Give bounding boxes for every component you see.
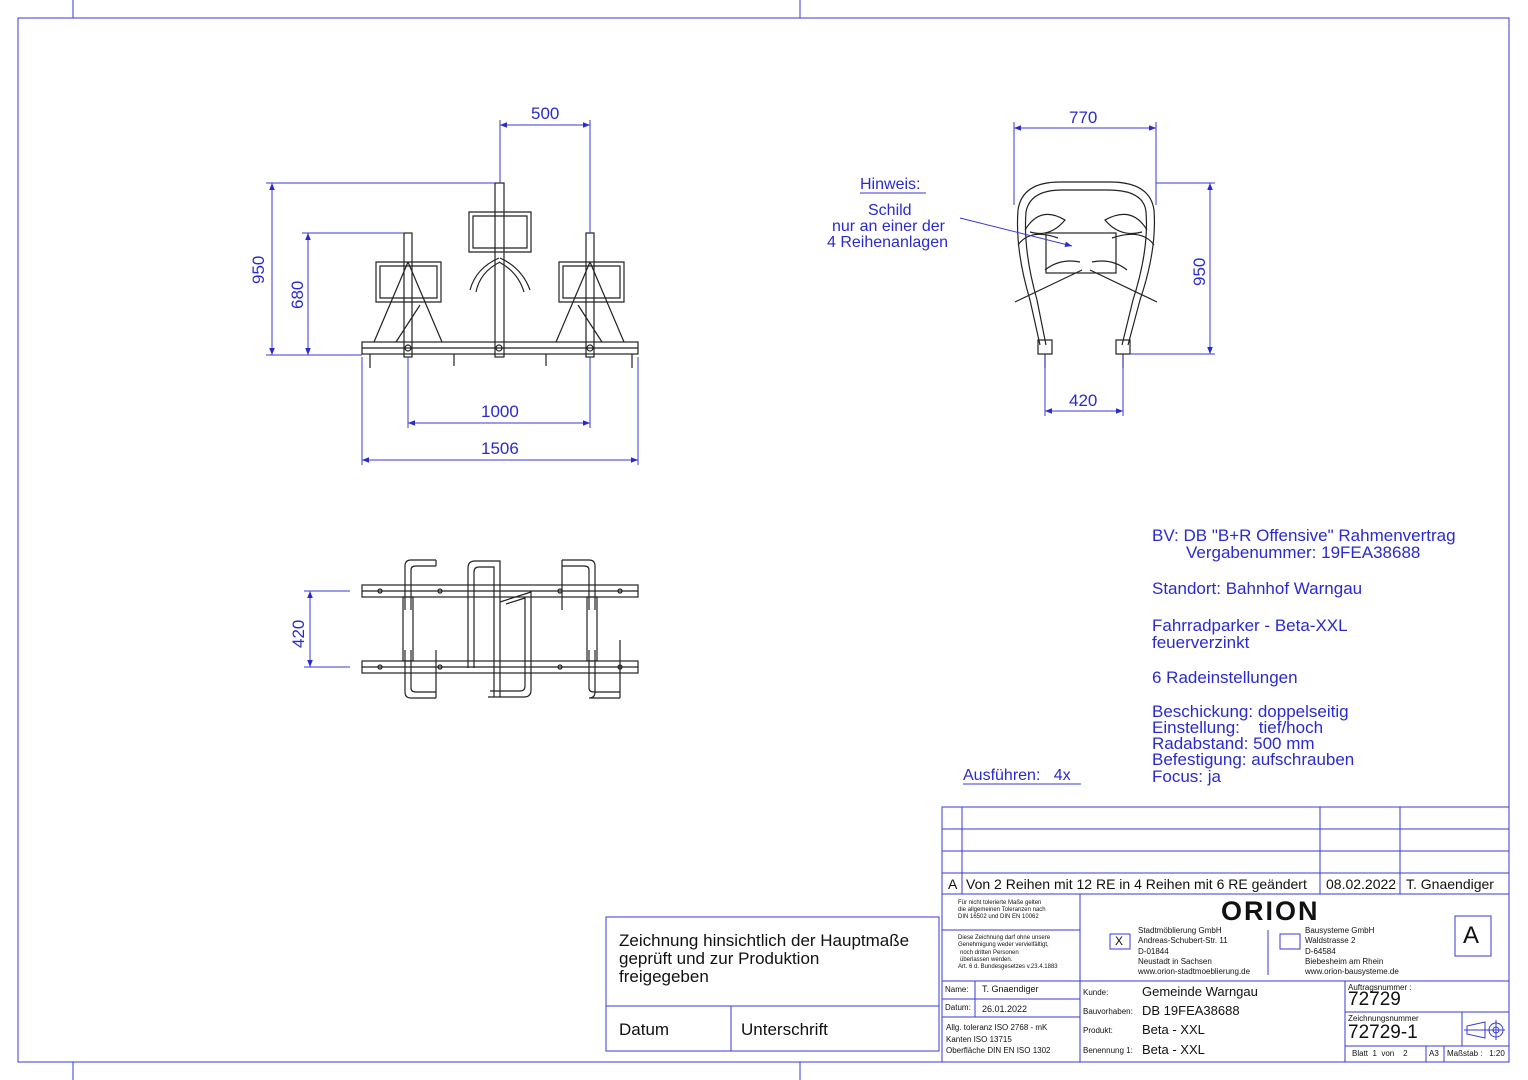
produkt-line-2: feuerverzinkt <box>1152 633 1250 652</box>
side-view-drawing <box>1014 181 1158 368</box>
bv-line-2: Vergabenummer: 19FEA38688 <box>1186 543 1421 562</box>
revision-date: 08.02.2022 <box>1326 876 1397 892</box>
company2-line-1: Bausysteme GmbH <box>1305 926 1375 935</box>
zeichnung-value: 72729-1 <box>1348 1022 1418 1043</box>
produkt-value: Beta - XXL <box>1142 1022 1205 1037</box>
company2-line-4: Biebesheim am Rhein <box>1305 957 1384 966</box>
ausfuehren-text: Ausführen: 4x <box>963 767 1071 784</box>
massstab-text: Maßstab : 1:20 <box>1447 1049 1505 1058</box>
revision-letter: A <box>948 876 958 892</box>
general-tolerance-3: Oberfläche DIN EN ISO 1302 <box>946 1046 1051 1055</box>
projection-symbol-icon <box>1464 1020 1505 1040</box>
bauvorhaben-value: DB 19FEA38688 <box>1142 1003 1240 1018</box>
benennung-label: Benennung 1: <box>1083 1046 1133 1055</box>
produkt-line-1: Fahrradparker - Beta-XXL <box>1152 616 1348 635</box>
beschickung-text: Beschickung: doppelseitig <box>1152 702 1349 721</box>
bv-line-1: BV: DB "B+R Offensive" Rahmenvertrag <box>1152 526 1456 545</box>
company1-line-2: Andreas-Schubert-Str. 11 <box>1138 936 1228 945</box>
company1-checkbox-mark[interactable]: X <box>1115 934 1124 948</box>
front-view-drawing <box>361 182 639 368</box>
note-line-2: nur an einer der <box>832 218 945 235</box>
name-value: T. Gnaendiger <box>982 984 1039 994</box>
company1-line-5: www.orion-stadtmoeblierung.de <box>1138 967 1251 976</box>
copyright-note-4: überlassen werden. <box>960 957 1013 963</box>
company1-line-1: Stadtmöblierung GmbH <box>1138 926 1222 935</box>
copyright-note-1: Diese Zeichnung darf ohne unsere <box>958 935 1051 941</box>
name-label: Name: <box>945 985 969 994</box>
radabstand-text: Radabstand: 500 mm <box>1152 734 1315 753</box>
zeichnung-label: Zeichnungsnummer <box>1348 1014 1419 1023</box>
radeinstellungen-text: 6 Radeinstellungen <box>1152 668 1298 687</box>
einstellung-text: Einstellung: tief/hoch <box>1152 718 1324 737</box>
kunde-label: Kunde: <box>1083 988 1109 997</box>
company1-line-3: D-01844 <box>1138 947 1169 956</box>
company2-line-2: Waldstrasse 2 <box>1305 936 1356 945</box>
dim-label-500: 500 <box>531 104 560 123</box>
format-small: A3 <box>1429 1049 1439 1058</box>
title-block-frame <box>941 806 1510 1063</box>
plan-view-dimensions <box>304 590 350 668</box>
plan-view-drawing <box>361 559 639 699</box>
dim-label-680: 680 <box>288 280 307 309</box>
standort-text: Standort: Bahnhof Warngau <box>1152 579 1363 598</box>
dim-label-1506: 1506 <box>481 439 519 458</box>
befestigung-text: Befestigung: aufschrauben <box>1152 750 1355 769</box>
benennung-value: Beta - XXL <box>1142 1042 1205 1057</box>
dim-label-420-side: 420 <box>1069 391 1098 410</box>
approval-text-2: geprüft und zur Produktion <box>619 949 820 968</box>
sheet-border <box>17 0 1510 1080</box>
note-line-1: Schild <box>868 202 912 219</box>
approval-box-frame <box>605 916 940 1052</box>
revision-description: Von 2 Reihen mit 12 RE in 4 Reihen mit 6… <box>966 876 1307 892</box>
company2-line-5: www.orion-bausysteme.de <box>1305 967 1399 976</box>
datum-label: Datum: <box>945 1003 971 1012</box>
revision-author: T. Gnaendiger <box>1406 876 1494 892</box>
front-view-dimensions <box>266 120 639 465</box>
dim-label-420-plan: 420 <box>289 619 308 648</box>
bauvorhaben-label: Bauvorhaben: <box>1083 1007 1133 1016</box>
auftrag-label: Auftragsnummer : <box>1348 983 1412 992</box>
company2-line-3: D-64584 <box>1305 947 1336 956</box>
dim-label-950-side: 950 <box>1190 257 1209 286</box>
auftrag-value: 72729 <box>1348 989 1401 1010</box>
company1-line-4: Neustadt in Sachsen <box>1138 957 1212 966</box>
kunde-value: Gemeinde Warngau <box>1142 984 1258 999</box>
blatt-text: Blatt 1 von 2 <box>1352 1049 1408 1058</box>
tolerance-note-3: DIN 16502 und DIN EN 10062 <box>958 914 1039 920</box>
tolerance-note-1: Für nicht tolerierte Maße gelten <box>958 900 1042 906</box>
produkt-label: Produkt: <box>1083 1026 1113 1035</box>
approval-text-3: freigegeben <box>619 967 709 986</box>
note-line-3: 4 Reihenanlagen <box>827 234 948 251</box>
approval-text-1: Zeichnung hinsichtlich der Hauptmaße <box>619 931 910 950</box>
orion-logo: ORION <box>1221 896 1320 926</box>
approval-unterschrift-field[interactable]: Unterschrift <box>741 1020 828 1039</box>
copyright-note-5: Art. 6 d. Bundesgesetzes v.23.4.1883 <box>958 964 1058 970</box>
tolerance-note-2: die allgemeinen Toleranzen nach <box>958 907 1046 913</box>
copyright-note-3: noch dritten Personen <box>960 950 1019 956</box>
dim-label-1000: 1000 <box>481 402 519 421</box>
note-heading: Hinweis: <box>860 176 921 193</box>
focus-text: Focus: ja <box>1152 767 1221 786</box>
copyright-note-2: Genehmigung weder vervielfältigt, <box>958 942 1049 948</box>
sheet-format-letter: A <box>1463 922 1480 949</box>
general-tolerance-2: Kanten ISO 13715 <box>946 1035 1012 1044</box>
datum-value: 26.01.2022 <box>982 1004 1028 1014</box>
approval-datum-field[interactable]: Datum <box>619 1020 670 1039</box>
dim-label-770: 770 <box>1069 108 1098 127</box>
dim-label-950-front: 950 <box>249 255 268 284</box>
general-tolerance-1: Allg. toleranz ISO 2768 - mK <box>946 1023 1048 1032</box>
side-view-dimensions <box>860 122 1215 416</box>
